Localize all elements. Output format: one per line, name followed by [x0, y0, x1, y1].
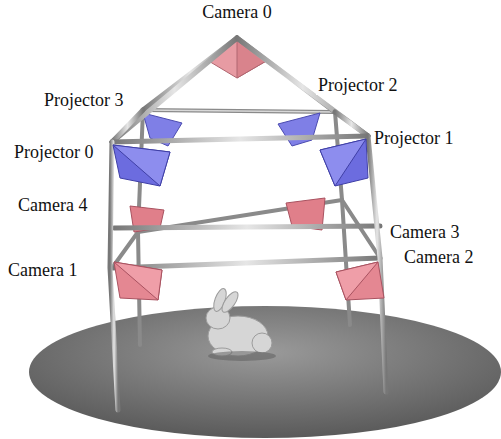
- projector-symbol: [278, 113, 320, 146]
- component-label: Camera 4: [16, 195, 89, 215]
- bunny-ear: [219, 289, 241, 314]
- component-label: Camera 1: [6, 260, 79, 280]
- frame-bar: [143, 110, 335, 112]
- frame-bar: [143, 110, 335, 112]
- component-label: Projector 1: [372, 128, 455, 148]
- component-label: Projector 3: [42, 90, 125, 110]
- bunny-tail: [252, 333, 272, 353]
- camera-symbol: [114, 262, 162, 300]
- frame-bar: [112, 258, 380, 268]
- camera-symbol: [336, 262, 384, 300]
- projector-symbol: [320, 139, 366, 186]
- component-label: Camera 0: [200, 2, 273, 22]
- camera-symbol: [114, 262, 162, 300]
- frame-bar: [112, 38, 237, 142]
- turntable-floor: [29, 306, 501, 438]
- back-frame: [112, 110, 380, 345]
- projector-symbol: [320, 139, 368, 186]
- bunny-shadow: [208, 351, 276, 361]
- frame-bar: [335, 112, 368, 136]
- frame-bar: [112, 110, 143, 142]
- frame-highlight: [143, 110, 335, 112]
- projector-symbol: [113, 145, 170, 186]
- component-label: Projector 0: [12, 142, 95, 162]
- component-label: Projector 2: [316, 75, 399, 95]
- component-label: Camera 3: [388, 222, 461, 242]
- camera-symbol: [336, 262, 378, 300]
- frame-bar: [114, 226, 380, 228]
- bunny-model: [206, 287, 272, 356]
- component-label: Camera 2: [402, 247, 475, 267]
- projector-symbol: [113, 145, 170, 186]
- frame-bar: [112, 136, 368, 142]
